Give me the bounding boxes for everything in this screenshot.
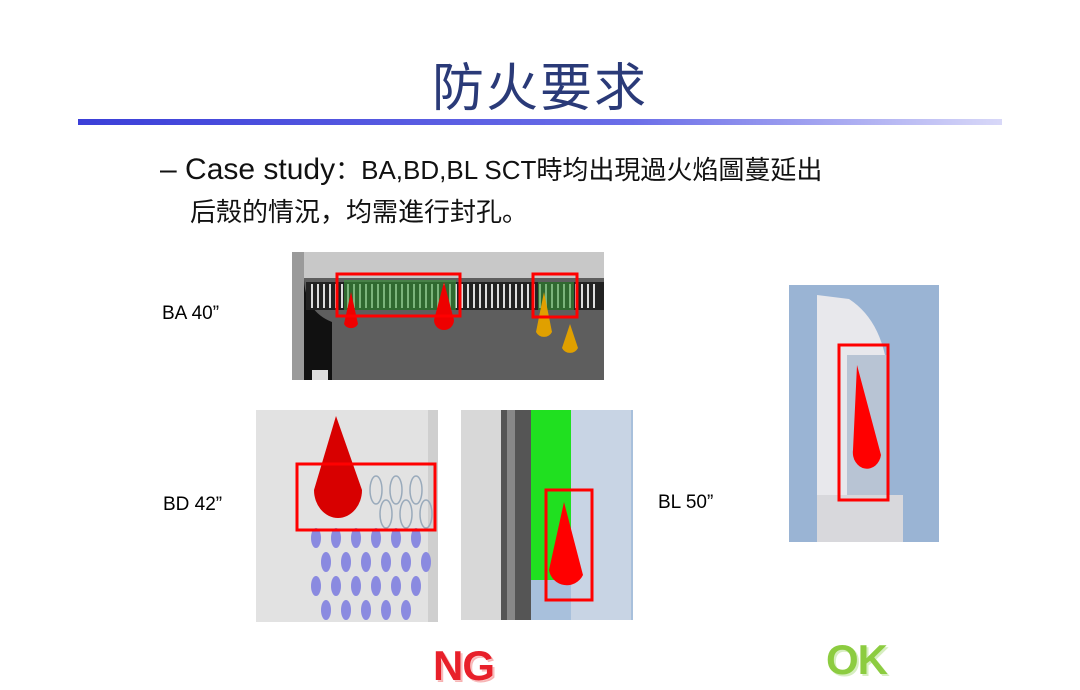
bullet-colon: ： (335, 155, 362, 185)
ok-verdict: OK (826, 636, 888, 683)
label-ba: BA 40” (162, 303, 220, 324)
slide-title: 防火要求 (431, 59, 648, 119)
title-divider (78, 119, 1002, 125)
bullet-text-2: 后殼的情況，均需進行封孔。 (190, 197, 529, 227)
ng-verdict: NG (433, 642, 495, 689)
bd-flame-image (256, 410, 438, 622)
bullet-lead: Case study (185, 153, 336, 186)
label-bd: BD 42” (163, 494, 223, 515)
bl-ok-flame-image (789, 285, 939, 542)
label-bl: BL 50” (658, 492, 714, 513)
ba-flame-image (292, 252, 604, 380)
bullet-dash: – (160, 153, 177, 186)
bl-ng-flame-image (461, 410, 633, 620)
bullet-line-1: – Case study：BA,BD,BL SCT時均出現過火焰圖蔓延出 (160, 150, 822, 190)
bullet-text-1: BA,BD,BL SCT時均出現過火焰圖蔓延出 (361, 155, 823, 185)
